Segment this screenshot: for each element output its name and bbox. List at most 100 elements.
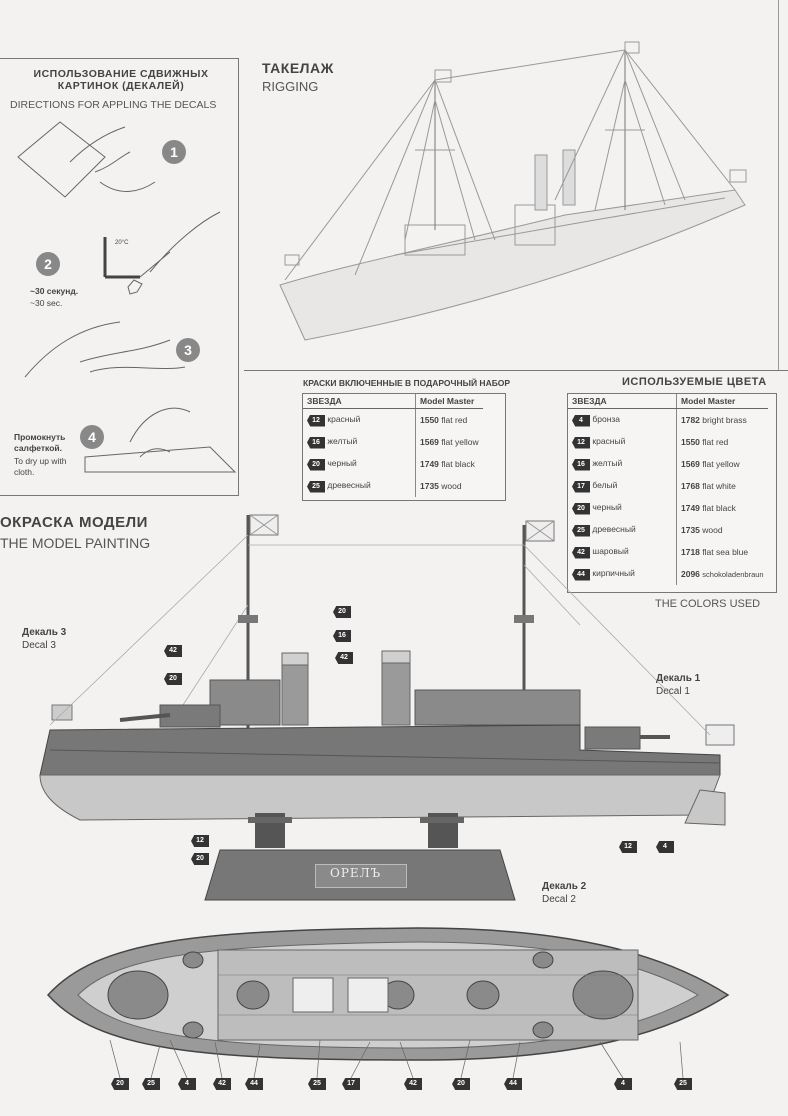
used-col-zvezda: ЗВЕЗДА	[568, 394, 677, 409]
gift-star-badge: 16	[307, 436, 325, 449]
colors-used-title-ru: ИСПОЛЬЗУЕМЫЕ ЦВЕТА	[622, 376, 767, 388]
used-star-badge: 25	[572, 524, 590, 537]
used-star-badge: 42	[572, 546, 590, 559]
table-row: 20 черный 1749 flat black	[568, 497, 768, 519]
callout-badge: 42	[164, 645, 182, 657]
gift-set-table-box: ЗВЕЗДА Model Master 12 красный 1550 flat…	[302, 393, 506, 501]
mm-code: 1735	[420, 481, 439, 491]
used-star-badge: 17	[572, 480, 590, 493]
divider-line	[244, 370, 788, 371]
color-name-en: bright brass	[702, 415, 747, 425]
callout-badge: 42	[404, 1078, 422, 1090]
color-name-en: flat yellow	[702, 459, 740, 469]
color-name-ru: бронза	[592, 413, 621, 424]
color-name-ru: белый	[592, 479, 618, 490]
callout-badge: 25	[142, 1078, 160, 1090]
step4-text-ru: Промокнуть салфеткой.	[14, 432, 66, 453]
gift-set-title: КРАСКИ ВКЛЮЧЕННЫЕ В ПОДАРОЧНЫЙ НАБОР	[303, 378, 511, 388]
colors-used-title-en: THE COLORS USED	[655, 598, 761, 610]
table-row: 25 древесный 1735 wood	[303, 475, 483, 497]
table-row: 16 желтый 1569 flat yellow	[303, 431, 483, 453]
callout-badge: 25	[308, 1078, 326, 1090]
callout-badge: 44	[245, 1078, 263, 1090]
ship-side-profile	[39, 514, 735, 901]
callout-badge: 4	[656, 841, 674, 853]
callout-badge: 12	[619, 841, 637, 853]
temp-label: 20°C	[115, 240, 129, 246]
table-row: 12 красный 1550 flat red	[303, 408, 483, 431]
decals-title-ru: ИСПОЛЬЗОВАНИЕ СДВИЖНЫХ КАРТИНОК (ДЕКАЛЕЙ…	[33, 68, 209, 92]
mm-code: 1550	[420, 415, 439, 425]
callout-badge: 12	[191, 835, 209, 847]
decal2-label-ru: Декаль 2	[542, 881, 587, 892]
stand-nameplate	[315, 864, 407, 888]
callout-badge: 44	[504, 1078, 522, 1090]
mm-code: 1749	[681, 503, 700, 513]
color-name-en: flat black	[702, 503, 736, 513]
color-name-ru: черный	[327, 457, 357, 468]
color-name-ru: красный	[592, 435, 626, 446]
decal3-label-ru: Декаль 3	[22, 627, 67, 638]
callout-badge: 42	[335, 652, 353, 664]
color-name-ru: красный	[327, 413, 361, 424]
step-3-badge: 3	[176, 338, 200, 362]
callout-badge: 20	[452, 1078, 470, 1090]
table-row: 16 желтый 1569 flat yellow	[568, 453, 768, 475]
callout-badge: 20	[164, 673, 182, 685]
callout-badge: 4	[178, 1078, 196, 1090]
callout-badge: 20	[333, 606, 351, 618]
step4-text-en: To dry up with cloth.	[14, 456, 67, 477]
used-col-mm: Model Master	[675, 394, 768, 409]
right-edge-line	[778, 0, 779, 370]
mm-code: 1735	[681, 525, 700, 535]
callout-badge: 17	[342, 1078, 360, 1090]
callout-badge: 4	[614, 1078, 632, 1090]
decal-illustrations	[17, 121, 237, 473]
color-name-ru: желтый	[592, 457, 623, 468]
callout-badge: 16	[333, 630, 351, 642]
color-name-en: flat white	[702, 481, 736, 491]
gift-star-badge: 20	[307, 458, 325, 471]
callout-badge: 20	[191, 853, 209, 865]
callout-leader-lines	[109, 1039, 684, 1079]
color-name-en: wood	[441, 481, 462, 491]
rigging-title-ru: ТАКЕЛАЖ	[262, 60, 334, 76]
ship-top-view	[46, 927, 730, 1061]
mm-code: 1569	[420, 437, 439, 447]
color-name-ru: древесный	[327, 479, 371, 490]
color-name-en: flat red	[441, 415, 468, 425]
color-name-en: flat black	[441, 459, 475, 469]
used-star-badge: 4	[572, 414, 590, 427]
decal1-label-en: Decal 1	[656, 686, 690, 697]
color-name-en: flat yellow	[441, 437, 479, 447]
decal3-label-en: Decal 3	[22, 640, 56, 651]
step-2-badge: 2	[36, 252, 60, 276]
used-star-badge: 44	[572, 568, 590, 581]
gift-col-mm: Model Master	[414, 394, 483, 409]
color-name-en: flat red	[702, 437, 729, 447]
callout-badge: 20	[111, 1078, 129, 1090]
step-1-badge: 1	[162, 140, 186, 164]
stand-name: ОРЕЛЪ	[330, 866, 382, 880]
gift-star-badge: 25	[307, 480, 325, 493]
mm-code: 1569	[681, 459, 700, 469]
decal-box-border	[0, 58, 239, 496]
callout-badge: 25	[674, 1078, 692, 1090]
color-name-ru: шаровый	[592, 545, 629, 556]
color-name-ru: древесный	[592, 523, 636, 534]
gift-col-zvezda: ЗВЕЗДА	[303, 394, 416, 409]
step2-text-ru: ~30 секунд.	[30, 286, 79, 296]
used-star-badge: 12	[572, 436, 590, 449]
decal2-label-en: Decal 2	[542, 894, 576, 905]
used-star-badge: 20	[572, 502, 590, 515]
used-star-badge: 16	[572, 458, 590, 471]
rigging-drawing	[279, 41, 747, 341]
color-name-ru: черный	[592, 501, 622, 512]
